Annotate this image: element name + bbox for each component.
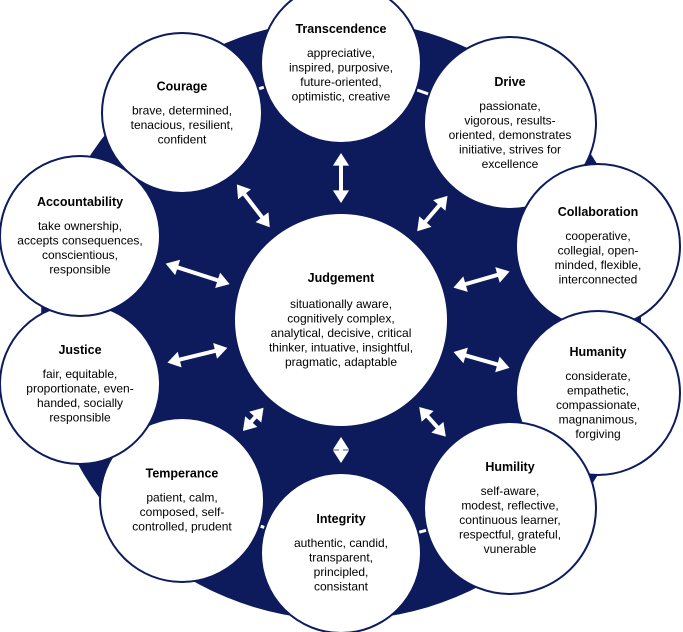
node-humility-circle — [423, 421, 597, 595]
node-collaboration-line: minded, flexible, — [555, 258, 642, 272]
node-integrity-title: Integrity — [316, 512, 365, 526]
node-drive: Drive passionate,vigorous, results-orient… — [423, 36, 597, 210]
node-justice-line: proportionate, even- — [26, 382, 133, 396]
node-judgement-line: pragmatic, adaptable — [285, 355, 397, 369]
node-justice-line: responsible — [49, 411, 111, 425]
node-collaboration-line: cooperative, — [565, 229, 630, 243]
node-humility-title: Humility — [485, 460, 534, 474]
arrow-temperance — [242, 407, 264, 432]
node-temperance-title: Temperance — [146, 466, 219, 480]
node-drive-line: oriented, demonstrates — [449, 128, 572, 142]
node-collaboration-line: collegial, open- — [558, 244, 639, 258]
node-transcendence-line: future-oriented, — [300, 75, 381, 89]
node-humanity-line: forgiving — [575, 427, 620, 441]
arrow-layer — [165, 153, 510, 463]
node-integrity-line: authentic, candid, — [294, 536, 388, 550]
node-judgement-line: cognitively complex, — [287, 311, 394, 325]
node-integrity: Integrity authentic, candid,transparent,p… — [260, 472, 422, 632]
node-courage-line: confident — [158, 132, 207, 146]
node-transcendence: Transcendence appreciative,inspired, purp… — [260, 0, 422, 144]
node-humanity-line: considerate, — [565, 369, 630, 383]
node-drive-line: vigorous, results- — [464, 113, 555, 127]
node-integrity-line: transparent, — [309, 551, 373, 565]
arrow-drive — [417, 195, 448, 232]
node-integrity-line: consistant — [314, 580, 369, 594]
node-drive-title: Drive — [494, 75, 525, 89]
arrow-humanity — [453, 347, 510, 373]
arrow-integrity — [332, 437, 350, 463]
node-justice-line: fair, equitable, — [43, 367, 118, 381]
node-accountability-line: responsible — [49, 263, 111, 277]
node-drive-line: passionate, — [479, 99, 540, 113]
arrow-accountability — [165, 259, 230, 289]
arrow-collaboration — [453, 267, 510, 292]
node-courage-title: Courage — [157, 79, 208, 93]
node-humility-line: continuous learner, — [459, 513, 560, 527]
node-transcendence-line: optimistic, creative — [292, 90, 391, 104]
node-temperance-line: controlled, prudent — [132, 519, 232, 533]
node-justice: Justice fair, equitable,proportionate, ev… — [0, 303, 161, 465]
node-courage: Courage brave, determined,tenacious, resi… — [101, 32, 263, 194]
node-drive-line: initiative, strives for — [459, 142, 561, 156]
node-humility-line: modest, reflective, — [461, 498, 558, 512]
node-judgement: Judgement situationally aware,cognitively… — [233, 212, 449, 428]
node-courage-line: brave, determined, — [132, 103, 232, 117]
node-integrity-circle — [260, 472, 422, 632]
node-courage-circle — [101, 32, 263, 194]
node-humility: Humility self-aware,modest, reflective,co… — [423, 421, 597, 595]
node-transcendence-title: Transcendence — [295, 22, 386, 36]
node-integrity-line: principled, — [314, 565, 369, 579]
node-humanity-circle — [515, 310, 681, 476]
node-humanity: Humanity considerate,empathetic,compassio… — [515, 310, 681, 476]
node-drive-line: excellence — [482, 157, 539, 171]
node-humanity-line: magnanimous, — [559, 412, 638, 426]
node-temperance: Temperance patient, calm,composed, self-c… — [99, 417, 265, 583]
node-justice-line: handed, socially — [37, 396, 123, 410]
node-transcendence-line: appreciative, — [307, 46, 375, 60]
node-judgement-circle — [233, 212, 449, 428]
arrow-justice — [167, 342, 228, 368]
node-accountability-line: take ownership, — [38, 219, 122, 233]
node-judgement-line: situationally aware, — [290, 297, 392, 311]
node-humility-line: respectful, grateful, — [459, 527, 561, 541]
node-temperance-line: patient, calm, — [146, 490, 217, 504]
node-collaboration-line: interconnected — [559, 273, 638, 287]
node-humanity-line: compassionate, — [556, 398, 640, 412]
node-accountability-line: accepts consequences, — [17, 234, 142, 248]
node-humanity-line: empathetic, — [567, 383, 629, 397]
node-collaboration-title: Collaboration — [558, 205, 639, 219]
node-accountability-title: Accountability — [37, 195, 123, 209]
node-collaboration: Collaboration cooperative,collegial, open… — [515, 163, 681, 329]
node-transcendence-line: inspired, purposive, — [289, 61, 393, 75]
node-accountability: Accountability take ownership,accepts con… — [0, 155, 161, 317]
node-judgement-line: analytical, decisive, critical — [271, 326, 412, 340]
node-humility-line: vunerable — [484, 542, 537, 556]
arrow-courage — [236, 184, 270, 228]
node-temperance-circle — [99, 417, 265, 583]
node-humility-line: self-aware, — [481, 484, 540, 498]
node-judgement-title: Judgement — [308, 271, 376, 285]
arrow-humility — [419, 407, 446, 437]
node-drive-circle — [423, 36, 597, 210]
node-accountability-line: conscientious, — [42, 248, 118, 262]
node-humanity-title: Humanity — [570, 345, 627, 359]
node-courage-line: tenacious, resilient, — [131, 118, 234, 132]
node-judgement-line: thinker, intuative, insightful, — [269, 340, 413, 354]
node-temperance-line: composed, self- — [140, 505, 225, 519]
node-transcendence-circle — [260, 0, 422, 144]
node-accountability-circle — [0, 155, 161, 317]
node-justice-title: Justice — [58, 343, 101, 357]
arrow-transcendence — [332, 153, 350, 203]
